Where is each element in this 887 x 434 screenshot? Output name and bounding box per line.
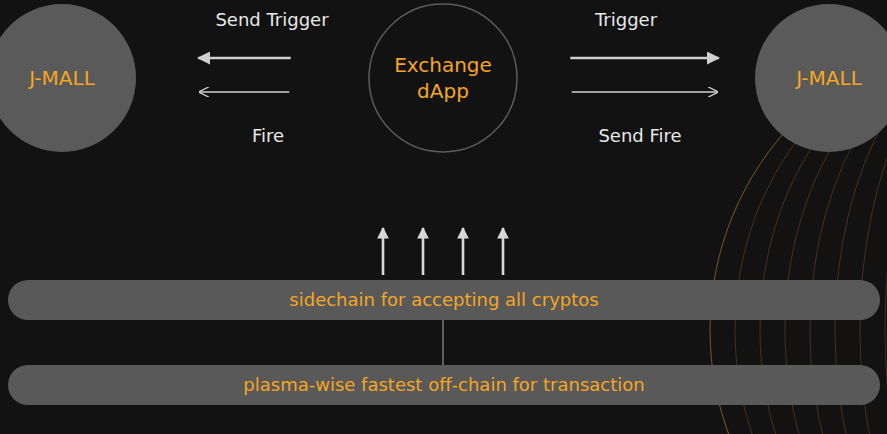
up-arrow: [502, 228, 505, 275]
flow-arrow: [570, 57, 718, 60]
up-arrow: [422, 228, 425, 275]
sidechain-band: sidechain for accepting all cryptos: [8, 280, 880, 320]
node-label: J-MALL: [796, 65, 862, 91]
edge-label: Send Trigger: [212, 9, 331, 30]
node-label: J-MALL: [29, 65, 95, 91]
node-label: sidechain for accepting all cryptos: [289, 288, 598, 311]
link-line: [442, 320, 444, 365]
node-label: plasma-wise fastest off-chain for transa…: [243, 373, 644, 396]
up-arrow: [462, 228, 465, 275]
up-arrow: [382, 228, 385, 275]
flow-arrow: [200, 91, 290, 92]
plasma-band: plasma-wise fastest off-chain for transa…: [8, 365, 880, 405]
edge-label: Send Fire: [595, 125, 684, 146]
node-label: Exchange dApp: [393, 52, 493, 104]
flow-arrow: [198, 57, 290, 60]
jmall-circle: J-MALL: [754, 3, 887, 153]
edge-label: Fire: [249, 125, 287, 146]
exchange-circle: Exchange dApp: [368, 3, 518, 153]
edge-label: Trigger: [592, 9, 660, 30]
exchange-circle-outline: [368, 3, 518, 153]
jmall-circle: J-MALL: [0, 3, 137, 153]
flow-arrow: [572, 91, 718, 92]
